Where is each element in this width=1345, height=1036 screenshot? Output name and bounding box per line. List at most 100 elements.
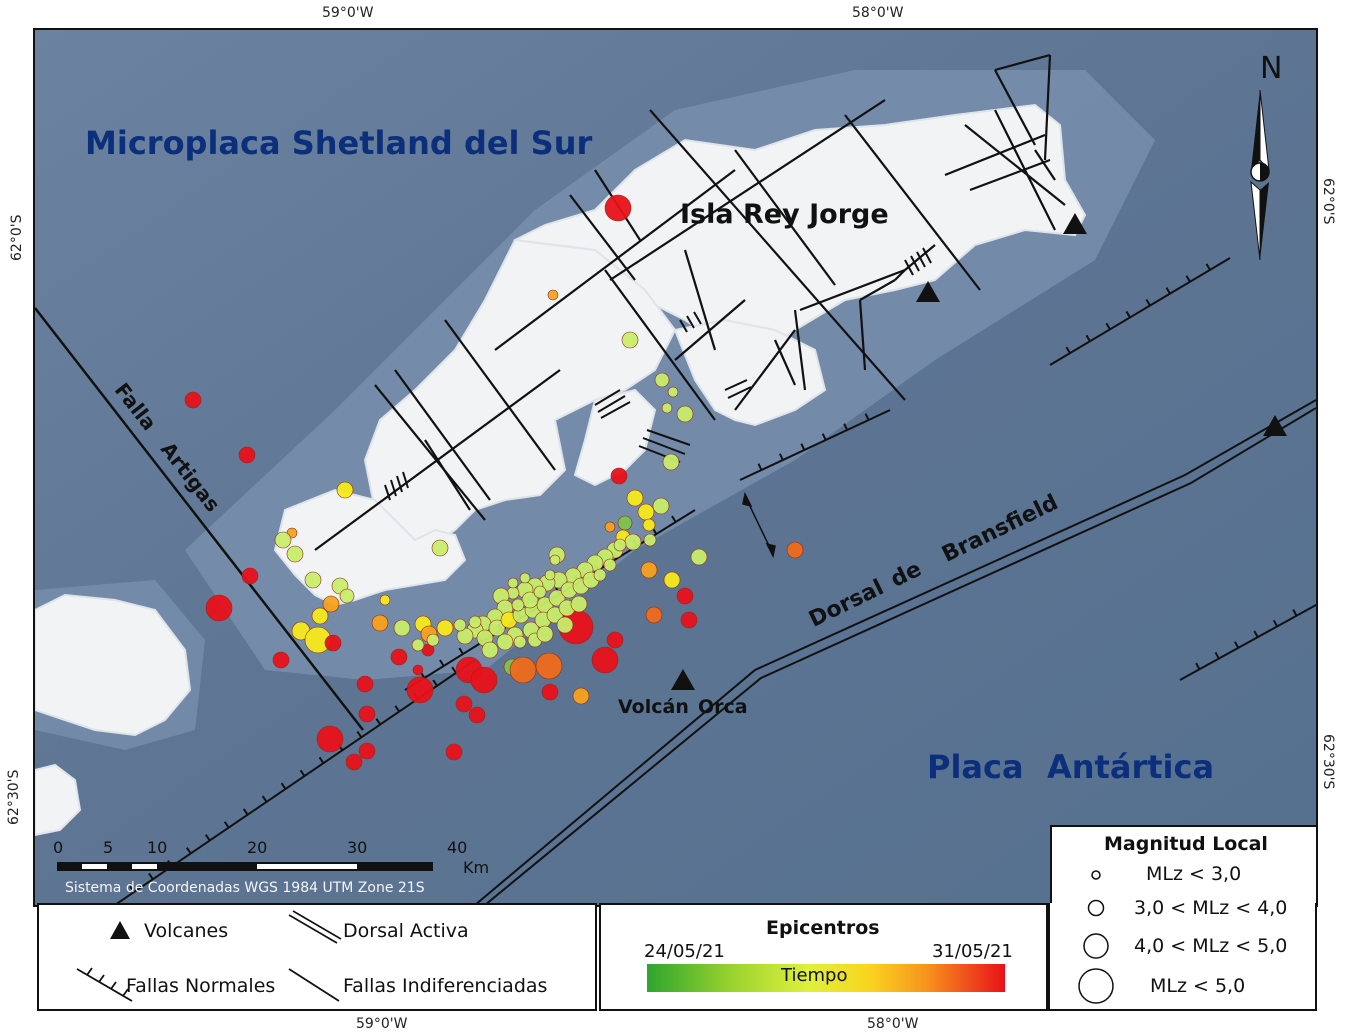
epicenter-marker[interactable]: [604, 521, 616, 533]
epicenter-marker[interactable]: [272, 651, 290, 669]
epicenter-marker[interactable]: [184, 391, 202, 409]
epicenter-marker[interactable]: [431, 539, 449, 557]
epicenter-marker[interactable]: [455, 695, 473, 713]
epicenter-marker[interactable]: [604, 194, 632, 222]
epicenter-marker[interactable]: [513, 635, 527, 649]
epicenter-marker[interactable]: [521, 591, 539, 609]
epicenter-marker[interactable]: [570, 595, 588, 613]
epicenter-marker[interactable]: [606, 631, 624, 649]
epicenter-marker[interactable]: [652, 497, 670, 515]
epicenter-layer: [184, 194, 804, 771]
map-canvas[interactable]: Microplaca Shetland del Sur Isla Rey Jor…: [35, 30, 1316, 905]
epicenter-marker[interactable]: [642, 518, 656, 532]
epicenter-marker[interactable]: [654, 372, 670, 388]
epicenter-marker[interactable]: [241, 567, 259, 585]
epicenter-marker[interactable]: [453, 618, 467, 632]
epicenter-marker[interactable]: [371, 614, 389, 632]
epicenter-marker[interactable]: [358, 742, 376, 760]
epicenter-marker[interactable]: [572, 687, 590, 705]
epicenter-marker[interactable]: [549, 554, 561, 566]
epicenter-marker[interactable]: [358, 705, 376, 723]
epicenter-marker[interactable]: [626, 489, 644, 507]
epicenter-marker[interactable]: [406, 676, 434, 704]
epicenter-marker[interactable]: [603, 558, 617, 572]
epicenter-marker[interactable]: [624, 533, 642, 551]
epicenter-marker[interactable]: [311, 607, 329, 625]
epicenter-marker[interactable]: [613, 538, 627, 552]
epicenter-marker[interactable]: [339, 588, 355, 604]
epicenter-marker[interactable]: [645, 606, 663, 624]
epicenter-marker[interactable]: [640, 561, 658, 579]
land-king-george: [273, 103, 1087, 607]
epicenter-marker[interactable]: [690, 548, 708, 566]
epicenter-marker[interactable]: [436, 619, 454, 637]
legend-fallas-normales: Fallas Normales: [126, 975, 276, 997]
epicenter-marker[interactable]: [274, 531, 292, 549]
epicenter-marker[interactable]: [533, 585, 547, 599]
epicenter-marker[interactable]: [591, 646, 619, 674]
mag-symbol-3: [1083, 933, 1109, 959]
epicenter-marker[interactable]: [661, 402, 673, 414]
epicenter-marker[interactable]: [393, 619, 411, 637]
epicenter-marker[interactable]: [411, 638, 425, 652]
epicenter-marker[interactable]: [663, 571, 681, 589]
epicentros-legend: [599, 903, 1048, 1011]
epicenter-marker[interactable]: [468, 615, 482, 629]
epicenter-marker[interactable]: [379, 594, 391, 606]
epicenter-marker[interactable]: [468, 706, 486, 724]
epicenter-marker[interactable]: [205, 594, 233, 622]
epicenter-marker[interactable]: [345, 753, 363, 771]
map-frame[interactable]: Microplaca Shetland del Sur Isla Rey Jor…: [33, 28, 1318, 907]
epicenter-marker[interactable]: [238, 446, 256, 464]
epicenter-marker[interactable]: [548, 589, 566, 607]
epicenter-marker[interactable]: [412, 664, 424, 676]
normal-fault-tick: [458, 647, 464, 655]
legend-dorsal-activa: Dorsal Activa: [343, 920, 469, 942]
normal-fault-tick: [261, 795, 268, 803]
epicenter-marker[interactable]: [662, 453, 680, 471]
epicenter-marker[interactable]: [316, 725, 344, 753]
epicenter-marker[interactable]: [511, 598, 525, 612]
epicenter-marker[interactable]: [356, 675, 374, 693]
epicenter-marker[interactable]: [544, 569, 556, 581]
epicenter-marker[interactable]: [535, 652, 563, 680]
epicenter-marker[interactable]: [390, 648, 408, 666]
epicenter-marker[interactable]: [509, 656, 537, 684]
epicenter-marker[interactable]: [488, 619, 506, 637]
epicenter-marker[interactable]: [621, 331, 639, 349]
magnitude-symbols: [1078, 870, 1114, 1004]
epicenter-marker[interactable]: [336, 481, 354, 499]
epicenter-marker[interactable]: [519, 572, 531, 584]
epicenter-marker[interactable]: [617, 515, 633, 531]
epicenter-marker[interactable]: [643, 533, 657, 547]
epicenter-marker[interactable]: [676, 405, 694, 423]
epicenter-marker[interactable]: [547, 289, 559, 301]
epicenter-marker[interactable]: [556, 616, 574, 634]
falla-artigas-line: [35, 307, 364, 731]
epicenter-marker[interactable]: [322, 595, 340, 613]
epicenter-marker[interactable]: [470, 666, 498, 694]
epicenter-marker[interactable]: [536, 625, 554, 643]
normal-fault-tick: [439, 659, 445, 667]
epicenter-marker[interactable]: [286, 545, 304, 563]
normal-fault-4: [1179, 604, 1316, 681]
epicenter-marker[interactable]: [304, 571, 322, 589]
normal-fault-tick: [280, 782, 287, 790]
epicenter-marker[interactable]: [496, 633, 514, 651]
epicenter-marker[interactable]: [445, 743, 463, 761]
epicenter-marker[interactable]: [507, 577, 519, 589]
epicenter-marker[interactable]: [481, 641, 499, 659]
epicenter-marker[interactable]: [676, 587, 694, 605]
epicenter-marker[interactable]: [421, 643, 435, 657]
time-gradient-bar: [647, 964, 1005, 992]
epicenter-marker[interactable]: [610, 467, 628, 485]
epicenter-marker[interactable]: [786, 541, 804, 559]
epicenter-marker[interactable]: [593, 568, 607, 582]
epicenter-marker[interactable]: [637, 503, 655, 521]
epicenter-marker[interactable]: [426, 633, 440, 647]
epicenter-marker[interactable]: [667, 386, 679, 398]
epicenter-marker[interactable]: [680, 611, 698, 629]
dorsal-activa-line: [474, 399, 1316, 905]
epicenter-marker[interactable]: [324, 634, 342, 652]
epicenter-marker[interactable]: [541, 683, 559, 701]
